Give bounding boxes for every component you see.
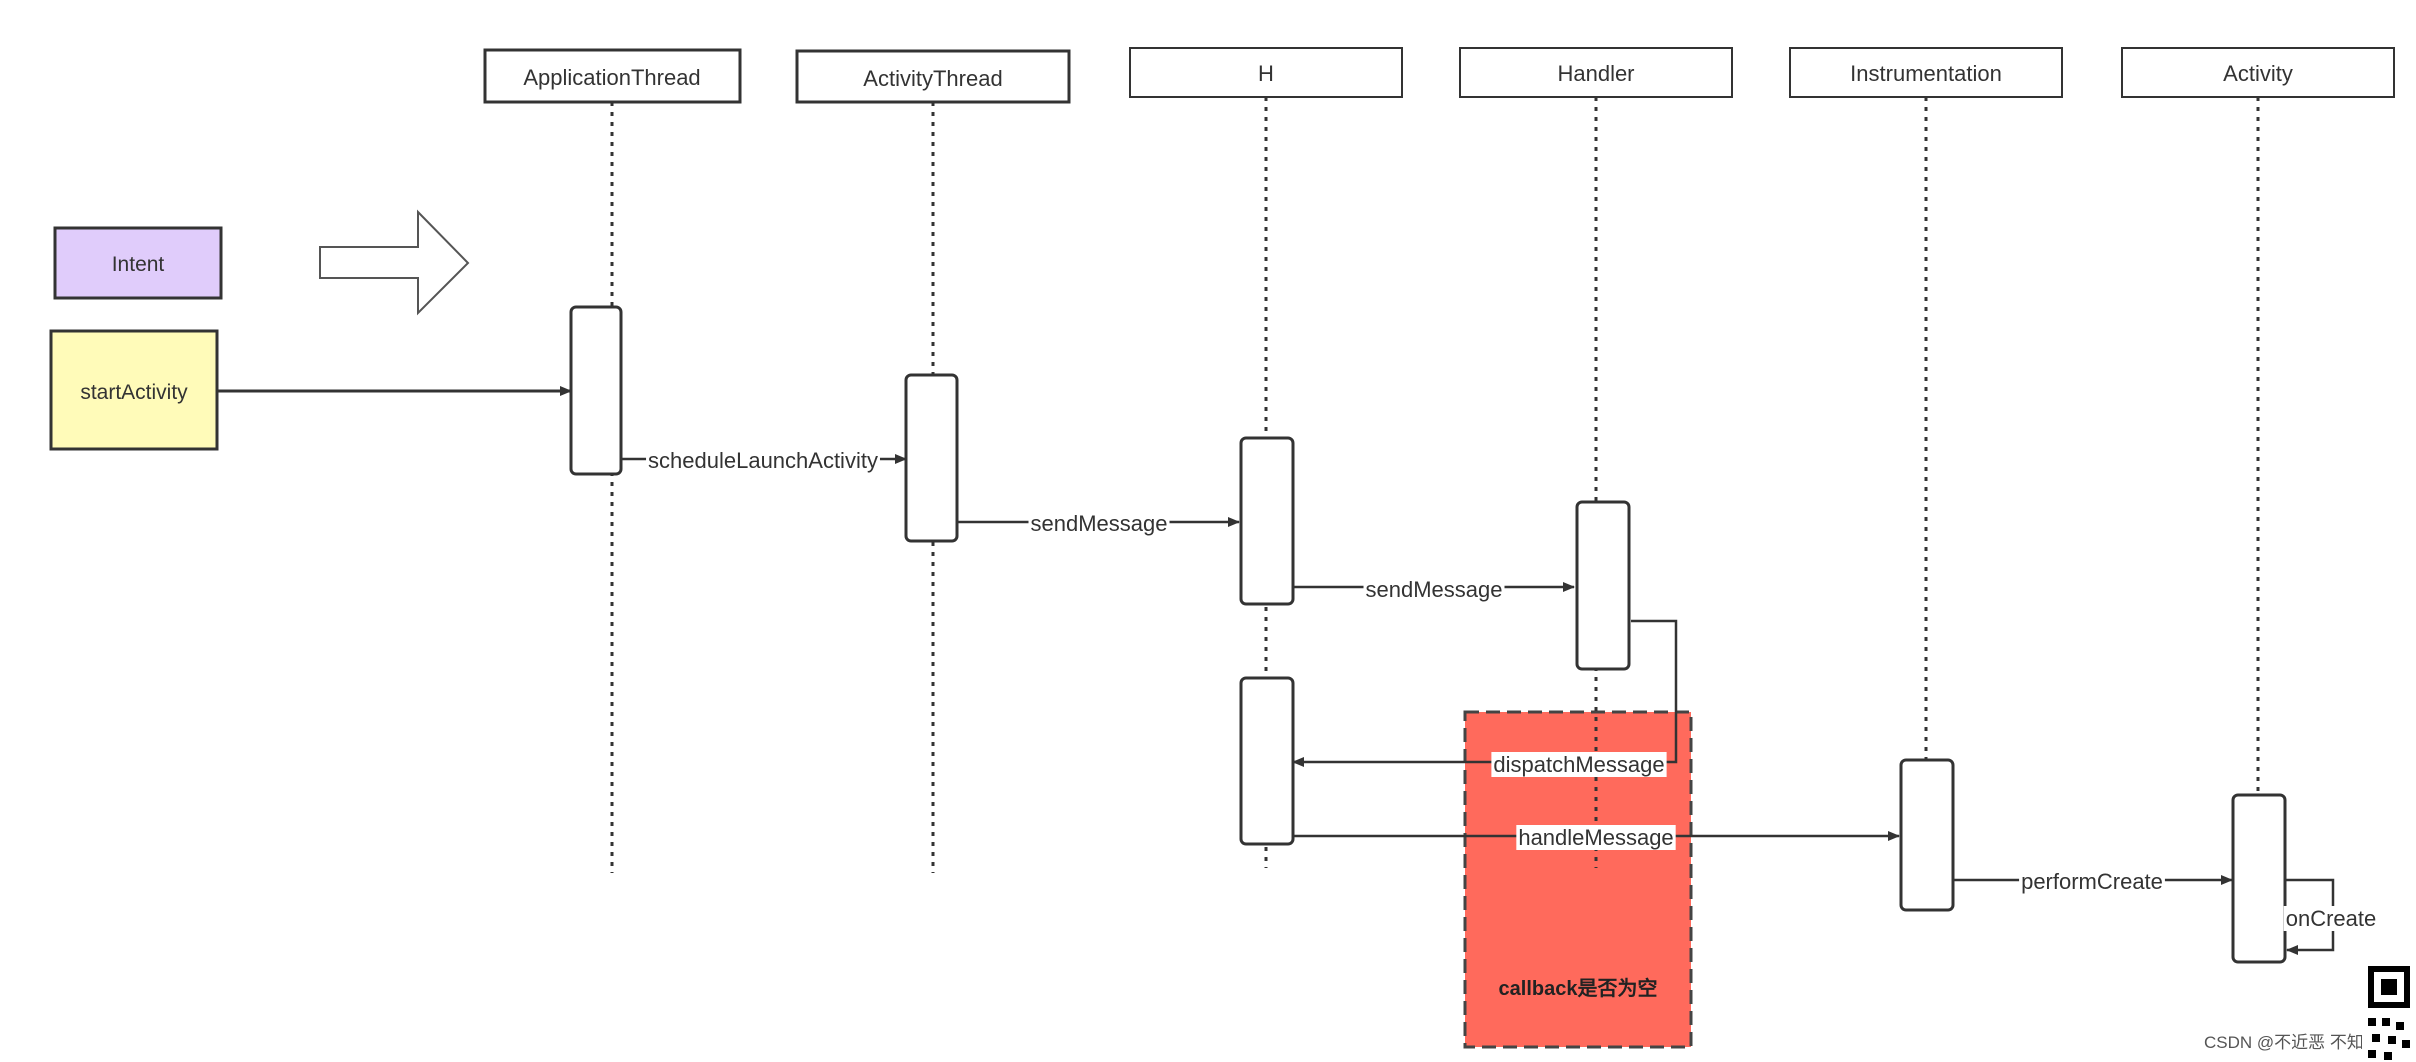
message-label-text: handleMessage	[1518, 825, 1673, 850]
intent-label: Intent	[112, 253, 165, 276]
participant-label: Handler	[1557, 61, 1634, 86]
participant-instrumentation: Instrumentation	[1789, 47, 2063, 760]
activation-bar-activity	[2231, 793, 2287, 964]
watermark-text: CSDN @不近恶 不知	[2204, 1033, 2364, 1052]
right-arrow-icon	[319, 209, 470, 316]
participant-label: ApplicationThread	[523, 65, 700, 90]
dispatch-message-arrow	[1292, 619, 1678, 767]
activation-bar-handler	[1575, 500, 1631, 671]
message-label-text: sendMessage	[1366, 577, 1503, 602]
message-label-on-create: onCreate	[2283, 906, 2379, 931]
participant-handler: Handler	[1459, 47, 1733, 868]
activation-bar-activity-thread	[904, 373, 959, 543]
callback-note-label: callback是否为空	[1499, 976, 1658, 1000]
message-label-schedule-launch-activity: scheduleLaunchActivity	[646, 448, 880, 473]
start-activity-box: startActivity	[49, 329, 219, 451]
participant-application-thread: ApplicationThread	[483, 48, 742, 873]
activation-bar-instrumentation	[1899, 758, 1955, 912]
activation-bar-h-2	[1239, 676, 1295, 846]
message-label-send-message-2: sendMessage	[1363, 577, 1505, 602]
participant-label: H	[1258, 61, 1274, 86]
message-label-text: scheduleLaunchActivity	[648, 448, 878, 473]
qr-code-icon	[2362, 958, 2416, 1062]
activation-bar-application-thread	[569, 305, 623, 476]
message-label-handle-message: handleMessage	[1516, 825, 1676, 850]
message-label-perform-create: performCreate	[2019, 869, 2165, 894]
message-label-dispatch-message: dispatchMessage	[1491, 752, 1667, 777]
message-label-text: sendMessage	[1031, 511, 1168, 536]
participant-activity: Activity	[2121, 47, 2395, 795]
message-label-send-message-1: sendMessage	[1028, 511, 1170, 536]
message-label-text: onCreate	[2286, 906, 2377, 931]
participant-label: Activity	[2223, 61, 2293, 86]
participant-label: ActivityThread	[863, 66, 1002, 91]
participant-activity-thread: ActivityThread	[795, 49, 1071, 873]
start-activity-label: startActivity	[80, 381, 188, 404]
message-label-text: dispatchMessage	[1493, 752, 1664, 777]
message-label-text: performCreate	[2021, 869, 2163, 894]
participant-label: Instrumentation	[1850, 61, 2002, 86]
activation-bar-h-1	[1239, 436, 1295, 606]
intent-box: Intent	[53, 226, 223, 300]
